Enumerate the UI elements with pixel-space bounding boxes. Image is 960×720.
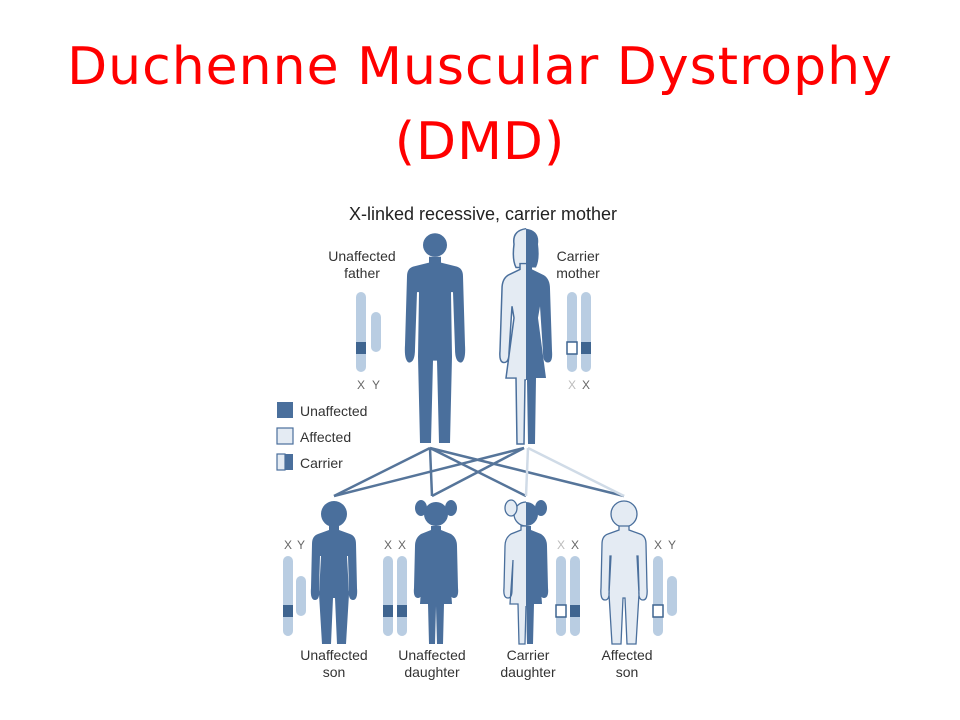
legend-swatch-carrier-light [276,453,286,471]
diagram-heading: X-linked recessive, carrier mother [349,204,617,224]
son2-label-line1: Affected [601,647,652,663]
daughter2-label-line1: Carrier [507,647,550,663]
son1-chromosome-y: Y [297,538,305,552]
legend-label-affected: Affected [300,429,351,445]
son1-chromosome-x: X [284,538,292,552]
legend-label-unaffected: Unaffected [300,403,367,419]
child-carrier-daughter: X X Carrier daughter [500,499,580,680]
child-unaffected-daughter: X X Unaffected daughter [383,500,466,680]
mother-chromosomes: X X [566,292,591,392]
father-figure [404,233,466,443]
son1-label-line2: son [323,664,346,680]
father-chromosome-y: Y [372,378,380,392]
legend-swatch-unaffected [277,402,293,418]
child-unaffected-son: X Y Unaffected son [283,501,368,680]
father-label-line1: Unaffected [328,248,395,264]
mother-label-line1: Carrier [557,248,600,264]
daughter1-chromosome-x2: X [398,538,406,552]
legend-swatch-affected [276,427,294,445]
son2-label-line2: son [616,664,639,680]
daughter1-label-line2: daughter [404,664,460,680]
son1-figure [310,501,358,644]
father-label-line2: father [344,265,380,281]
son2-chromosome-y: Y [668,538,676,552]
child-affected-son: X Y Affected son [600,500,677,680]
daughter2-label-line2: daughter [500,664,556,680]
mother-figure [499,227,553,445]
slide-title: Duchenne Muscular Dystrophy [67,37,893,97]
son2-chromosomes: X Y [652,538,677,636]
slide-subtitle: (DMD) [394,112,566,172]
daughter1-figure [413,500,459,644]
daughter2-chromosomes: X X [555,538,580,636]
daughter1-label-line1: Unaffected [398,647,465,663]
mother-label-line2: mother [556,265,600,281]
mother-chromosome-x1: X [568,378,576,392]
inheritance-lines [333,446,625,498]
father-chromosomes: X Y [356,292,381,392]
son1-label-line1: Unaffected [300,647,367,663]
legend-swatch-carrier-dark [285,454,293,470]
daughter2-chromosome-x1: X [557,538,565,552]
daughter2-figure [503,499,549,645]
daughter2-chromosome-x2: X [571,538,579,552]
son2-chromosome-x: X [654,538,662,552]
son2-figure [600,500,648,645]
mother-chromosome-x2: X [582,378,590,392]
legend: Unaffected Affected Carrier [276,402,367,471]
father-chromosome-x: X [357,378,365,392]
daughter1-chromosomes: X X [383,538,407,636]
son1-chromosomes: X Y [283,538,306,636]
legend-label-carrier: Carrier [300,455,343,471]
daughter1-chromosome-x1: X [384,538,392,552]
